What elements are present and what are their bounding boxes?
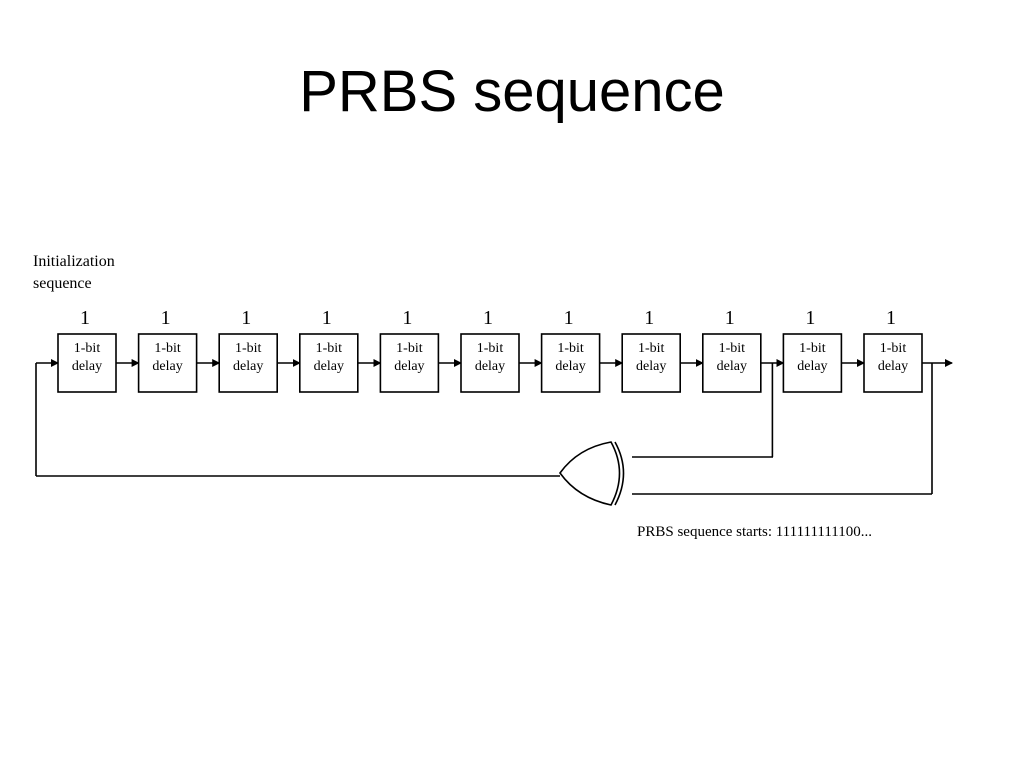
delay-cell-label-bottom: delay [394,359,424,374]
delay-cell-label-bottom: delay [717,359,747,374]
delay-cell-label-bottom: delay [555,359,585,374]
init-bit: 1 [805,307,815,329]
delay-cell-label-top: 1-bit [799,341,826,356]
delay-cell-3 [218,333,278,393]
delay-cell-label-top: 1-bit [396,341,423,356]
init-bit: 1 [241,307,251,329]
init-bit: 1 [886,307,896,329]
delay-cell-label-bottom: delay [152,359,182,374]
prbs-caption: PRBS sequence starts: 111111111100... [637,524,872,540]
delay-cell-label-top: 1-bit [477,341,504,356]
xor-gate [36,441,932,506]
init-bit: 1 [483,307,493,329]
delay-cell-11 [863,333,923,393]
slide-title: PRBS sequence [299,59,725,124]
delay-chain: 1-bit delay 1 1-bit delay 1 1-bit delay 1 1-bit de… [35,307,953,494]
delay-cell-label-top: 1-bit [235,341,262,356]
delay-cell-label-top: 1-bit [557,341,584,356]
delay-cell-10 [782,333,843,393]
init-bit: 1 [564,307,574,329]
init-bit: 1 [644,307,654,329]
init-label-line1: Initialization [33,253,115,270]
init-bit: 1 [322,307,332,329]
delay-cell-label-bottom: delay [475,359,505,374]
init-label-line2: sequence [33,275,92,292]
delay-cell-label-top: 1-bit [638,341,665,356]
delay-cell-label-bottom: delay [797,359,827,374]
delay-cell-label-top: 1-bit [719,341,746,356]
delay-cell-6 [460,333,520,393]
delay-cell-label-top: 1-bit [316,341,343,356]
init-bit: 1 [725,307,735,329]
delay-cell-7 [540,333,601,393]
delay-cell-label-bottom: delay [636,359,666,374]
delay-cell-label-bottom: delay [314,359,344,374]
delay-cell-label-bottom: delay [233,359,263,374]
delay-cell-label-top: 1-bit [880,341,907,356]
delay-cell-1 [57,333,117,393]
delay-cell-label-bottom: delay [878,359,908,374]
delay-cell-9 [701,333,762,393]
delay-cell-label-top: 1-bit [154,341,181,356]
init-bit: 1 [402,307,412,329]
delay-cell-5 [379,333,440,393]
init-bit: 1 [161,307,171,329]
init-bit: 1 [80,307,90,329]
delay-cell-label-bottom: delay [72,359,102,374]
delay-cell-label-top: 1-bit [74,341,101,356]
